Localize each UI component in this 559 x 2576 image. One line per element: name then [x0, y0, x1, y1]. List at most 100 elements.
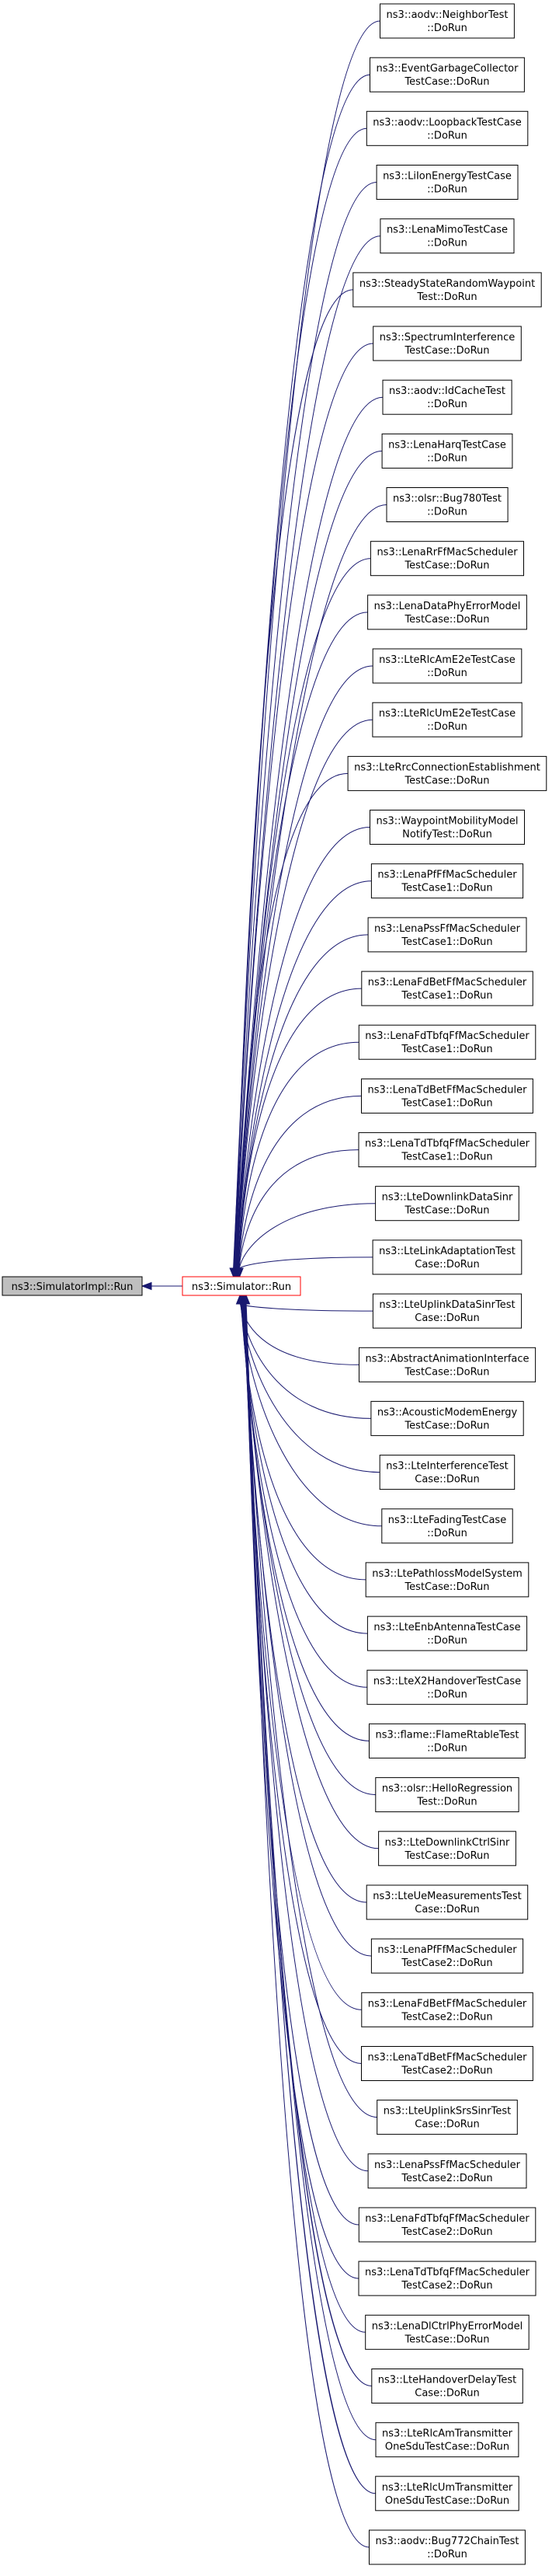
caller-node[interactable]: ns3::aodv::Bug772ChainTest::DoRun [369, 2529, 526, 2565]
edges-layer [141, 20, 387, 2548]
caller-node[interactable]: ns3::LenaTdTbfqFfMacSchedulerTestCase2::… [358, 2261, 536, 2296]
caller-node-label: ns3::WaypointMobilityModel [377, 816, 519, 828]
caller-node-box [367, 917, 527, 953]
caller-node[interactable]: ns3::LenaHarqTestCase::DoRun [381, 433, 513, 469]
caller-node[interactable]: ns3::LteRlcAmE2eTestCase::DoRun [372, 648, 523, 684]
caller-node-label: ::DoRun [427, 668, 467, 679]
caller-node[interactable]: ns3::LteRlcAmTransmitterOneSduTestCase::… [375, 2422, 519, 2458]
caller-node-label: TestCase::DoRun [404, 345, 489, 357]
call-edge [240, 1303, 371, 1419]
caller-node[interactable]: ns3::LenaTdBetFfMacSchedulerTestCase1::D… [361, 1078, 533, 1114]
caller-node[interactable]: ns3::LenaPssFfMacSchedulerTestCase1::DoR… [367, 917, 527, 953]
caller-node-box [377, 2100, 518, 2135]
caller-node-label: TestCase::DoRun [404, 2334, 489, 2345]
focus-node[interactable]: ns3::Simulator::Run [182, 1276, 301, 1296]
caller-node[interactable]: ns3::LenaDataPhyErrorModelTestCase::DoRu… [367, 594, 527, 630]
caller-node[interactable]: ns3::WaypointMobilityModelNotifyTest::Do… [370, 810, 525, 845]
caller-node-label: Case::DoRun [415, 1259, 479, 1271]
caller-node[interactable]: ns3::LteRlcUmE2eTestCase::DoRun [372, 702, 523, 737]
caller-node-label: ns3::LteRrcConnectionEstablishment [354, 762, 540, 773]
call-edge [234, 343, 373, 1269]
caller-node-label: ns3::LenaDlCtrlPhyErrorModel [372, 2320, 523, 2332]
root-node[interactable]: ns3::SimulatorImpl::Run [2, 1276, 143, 1296]
caller-node[interactable]: ns3::LenaFdTbfqFfMacSchedulerTestCase1::… [358, 1024, 536, 1060]
call-edge [239, 1303, 373, 1312]
caller-node-label: TestCase2::DoRun [401, 2226, 492, 2238]
caller-node-label: ns3::aodv::IdCacheTest [389, 385, 505, 397]
caller-node[interactable]: ns3::SteadyStateRandomWaypointTest::DoRu… [352, 272, 542, 308]
caller-node-label: TestCase2::DoRun [401, 2173, 492, 2184]
caller-node-box [369, 1723, 526, 1759]
caller-node[interactable]: ns3::AbstractAnimationInterfaceTestCase:… [359, 1347, 536, 1382]
caller-node-box [375, 1777, 519, 1813]
caller-node[interactable]: ns3::LteRrcConnectionEstablishmentTestCa… [347, 755, 547, 791]
caller-node-label: ::DoRun [427, 238, 467, 249]
caller-node-box [370, 863, 524, 899]
caller-node-box [367, 594, 527, 630]
caller-node-label: ns3::LenaHarqTestCase [388, 439, 506, 451]
caller-node-label: Case::DoRun [415, 1904, 479, 1915]
caller-node[interactable]: ns3::LenaDlCtrlPhyErrorModelTestCase::Do… [365, 2314, 529, 2350]
caller-node[interactable]: ns3::aodv::IdCacheTest::DoRun [382, 379, 512, 415]
caller-node-label: TestCase::DoRun [404, 775, 489, 786]
caller-node[interactable]: ns3::olsr::Bug780Test::DoRun [386, 487, 509, 522]
caller-node-box [358, 1132, 536, 1168]
caller-node-box [369, 2529, 526, 2565]
call-edge [241, 1303, 368, 1634]
caller-node-box [380, 218, 515, 254]
caller-node[interactable]: ns3::LteEnbAntennaTestCase::DoRun [366, 1616, 528, 1651]
caller-node[interactable]: ns3::LenaPfFfMacSchedulerTestCase1::DoRu… [370, 863, 524, 899]
caller-node-label: ns3::LenaFdTbfqFfMacScheduler [365, 1030, 529, 1042]
caller-node-label: TestCase1::DoRun [401, 883, 492, 894]
caller-node-label: Case::DoRun [415, 2119, 479, 2131]
caller-node[interactable]: ns3::LtePathlossModelSystemTestCase::DoR… [365, 1562, 529, 1598]
caller-node-box [386, 487, 509, 522]
caller-node[interactable]: ns3::aodv::NeighborTest::DoRun [380, 3, 515, 39]
caller-node-box [370, 541, 524, 577]
caller-node-label: ns3::LiIonEnergyTestCase [383, 171, 512, 183]
caller-node[interactable]: ns3::LenaFdBetFfMacSchedulerTestCase2::D… [361, 1992, 533, 2027]
call-edge [237, 880, 372, 1269]
caller-node[interactable]: ns3::LteX2HandoverTestCase::DoRun [366, 1669, 528, 1705]
caller-node[interactable]: ns3::LiIonEnergyTestCase::DoRun [376, 165, 519, 200]
call-edge [237, 772, 349, 1269]
caller-node[interactable]: ns3::LenaTdTbfqFfMacSchedulerTestCase1::… [358, 1132, 536, 1168]
call-edge [237, 827, 370, 1269]
caller-node[interactable]: ns3::LenaPfFfMacSchedulerTestCase2::DoRu… [370, 1938, 524, 1974]
call-edge [234, 235, 380, 1269]
caller-node-box [380, 3, 515, 39]
call-edge [238, 1095, 362, 1269]
caller-node[interactable]: ns3::LteRlcUmTransmitterOneSduTestCase::… [375, 2476, 519, 2512]
caller-node-box [367, 2153, 527, 2189]
caller-node-label: ns3::LteRlcAmE2eTestCase [379, 654, 516, 666]
caller-node-label: ::DoRun [427, 399, 467, 410]
caller-node-label: ns3::EventGarbageCollector [377, 63, 519, 75]
caller-node-label: ns3::SpectrumInterference [380, 332, 516, 343]
caller-node-box [366, 110, 529, 146]
caller-node[interactable]: ns3::LenaFdTbfqFfMacSchedulerTestCase2::… [358, 2207, 536, 2243]
caller-node[interactable]: ns3::LteFadingTestCase::DoRun [381, 1508, 513, 1544]
caller-node-box [358, 2207, 536, 2243]
caller-node[interactable]: ns3::LenaMimoTestCase::DoRun [380, 218, 515, 254]
caller-node[interactable]: ns3::EventGarbageCollectorTestCase::DoRu… [370, 57, 525, 92]
caller-node[interactable]: ns3::LenaPssFfMacSchedulerTestCase2::DoR… [367, 2153, 527, 2189]
caller-node[interactable]: ns3::flame::FlameRtableTest::DoRun [369, 1723, 526, 1759]
caller-node-label: OneSduTestCase::DoRun [385, 2495, 509, 2507]
caller-node[interactable]: ns3::LenaTdBetFfMacSchedulerTestCase2::D… [361, 2046, 533, 2081]
caller-node-box [370, 1400, 524, 1436]
caller-node[interactable]: ns3::aodv::LoopbackTestCase::DoRun [366, 110, 529, 146]
caller-node-label: TestCase1::DoRun [401, 1044, 492, 1055]
caller-node[interactable]: ns3::LenaFdBetFfMacSchedulerTestCase1::D… [361, 971, 533, 1006]
